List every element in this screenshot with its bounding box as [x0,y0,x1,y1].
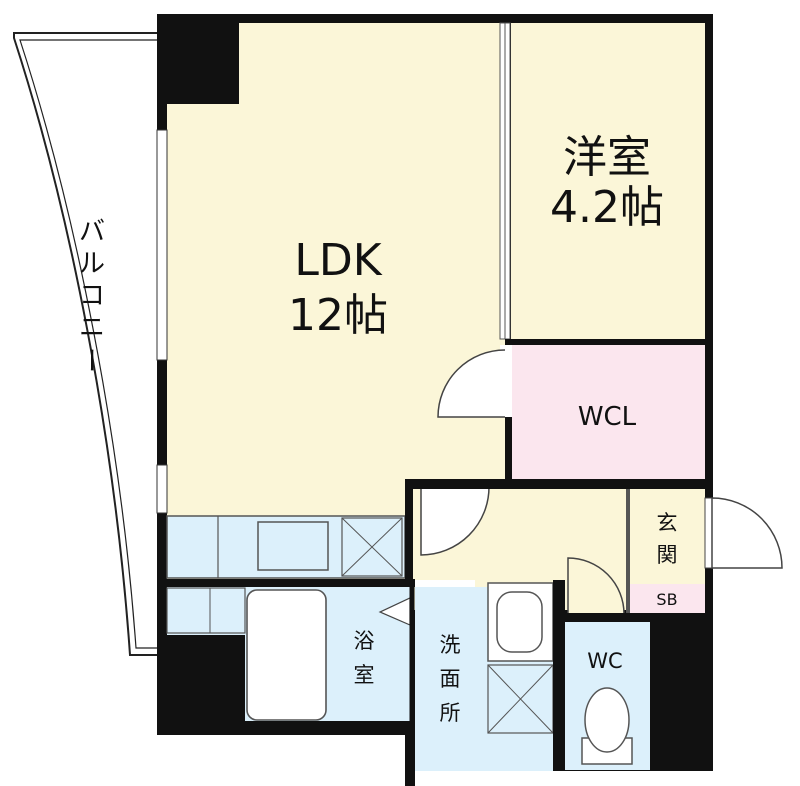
wall-wcl-left [505,417,512,489]
bath-char-1: 浴 [354,629,375,653]
wc-door-swing [567,557,625,615]
balcony-char-1: バ [79,217,105,247]
balcony-char-3: コ [79,281,105,311]
window-lower [156,464,168,514]
column-top-left [157,14,239,104]
western-room-name: 洋室 [563,132,651,183]
washroom-char-2: 面 [440,667,461,691]
balcony-char-5: ー [75,347,105,373]
ldk-door-swing [437,349,506,418]
washroom-door-opening [415,580,475,587]
wall-wcl-bottom [405,479,713,489]
sb-label: SB [656,590,677,609]
balcony-char-2: ル [79,249,105,279]
kitchen-counter [166,515,406,579]
washroom-char-1: 洗 [440,633,461,657]
balcony-outline [13,32,160,656]
entrance-char-2: 関 [657,543,678,567]
entrance-door-swing [711,497,783,569]
hall-door-swing [420,486,490,556]
outside-bottom-right [652,771,713,786]
column-bottom-left [157,635,245,735]
balcony-railing [19,39,160,649]
western-room-size: 4.2帖 [550,182,664,233]
stove-cross-2 [341,517,403,577]
window-upper [156,129,168,361]
entrance-area [630,489,705,584]
vanity-basin [496,591,543,653]
western-room-area [511,23,705,339]
wall-wc-top [557,613,713,622]
ldk-name: LDK [294,235,382,286]
ldk-size: 12帖 [288,290,388,341]
wall-entrance-inner [626,489,630,613]
bath-counter [166,587,246,634]
stove [341,517,403,577]
toilet-bowl [584,687,630,753]
bath-char-2: 室 [354,663,375,687]
washroom-wall-segment [553,580,565,771]
outside-bottom-left [157,735,405,786]
entrance-char-1: 玄 [657,511,678,535]
wcl-label: WCL [578,402,637,432]
wcl-area [512,345,705,479]
wall-western-bottom [505,339,713,345]
sb-area [630,584,705,613]
washroom-char-3: 所 [440,701,461,725]
washer-cross-2 [487,664,554,734]
kitchen-sink [257,521,329,571]
wall-hall-left [405,489,413,587]
wall-wet-top [157,579,415,587]
bathtub [246,589,327,721]
wall-washroom-left [405,721,415,786]
balcony-char-4: ニ [79,313,105,343]
wc-label: WC [587,649,622,673]
